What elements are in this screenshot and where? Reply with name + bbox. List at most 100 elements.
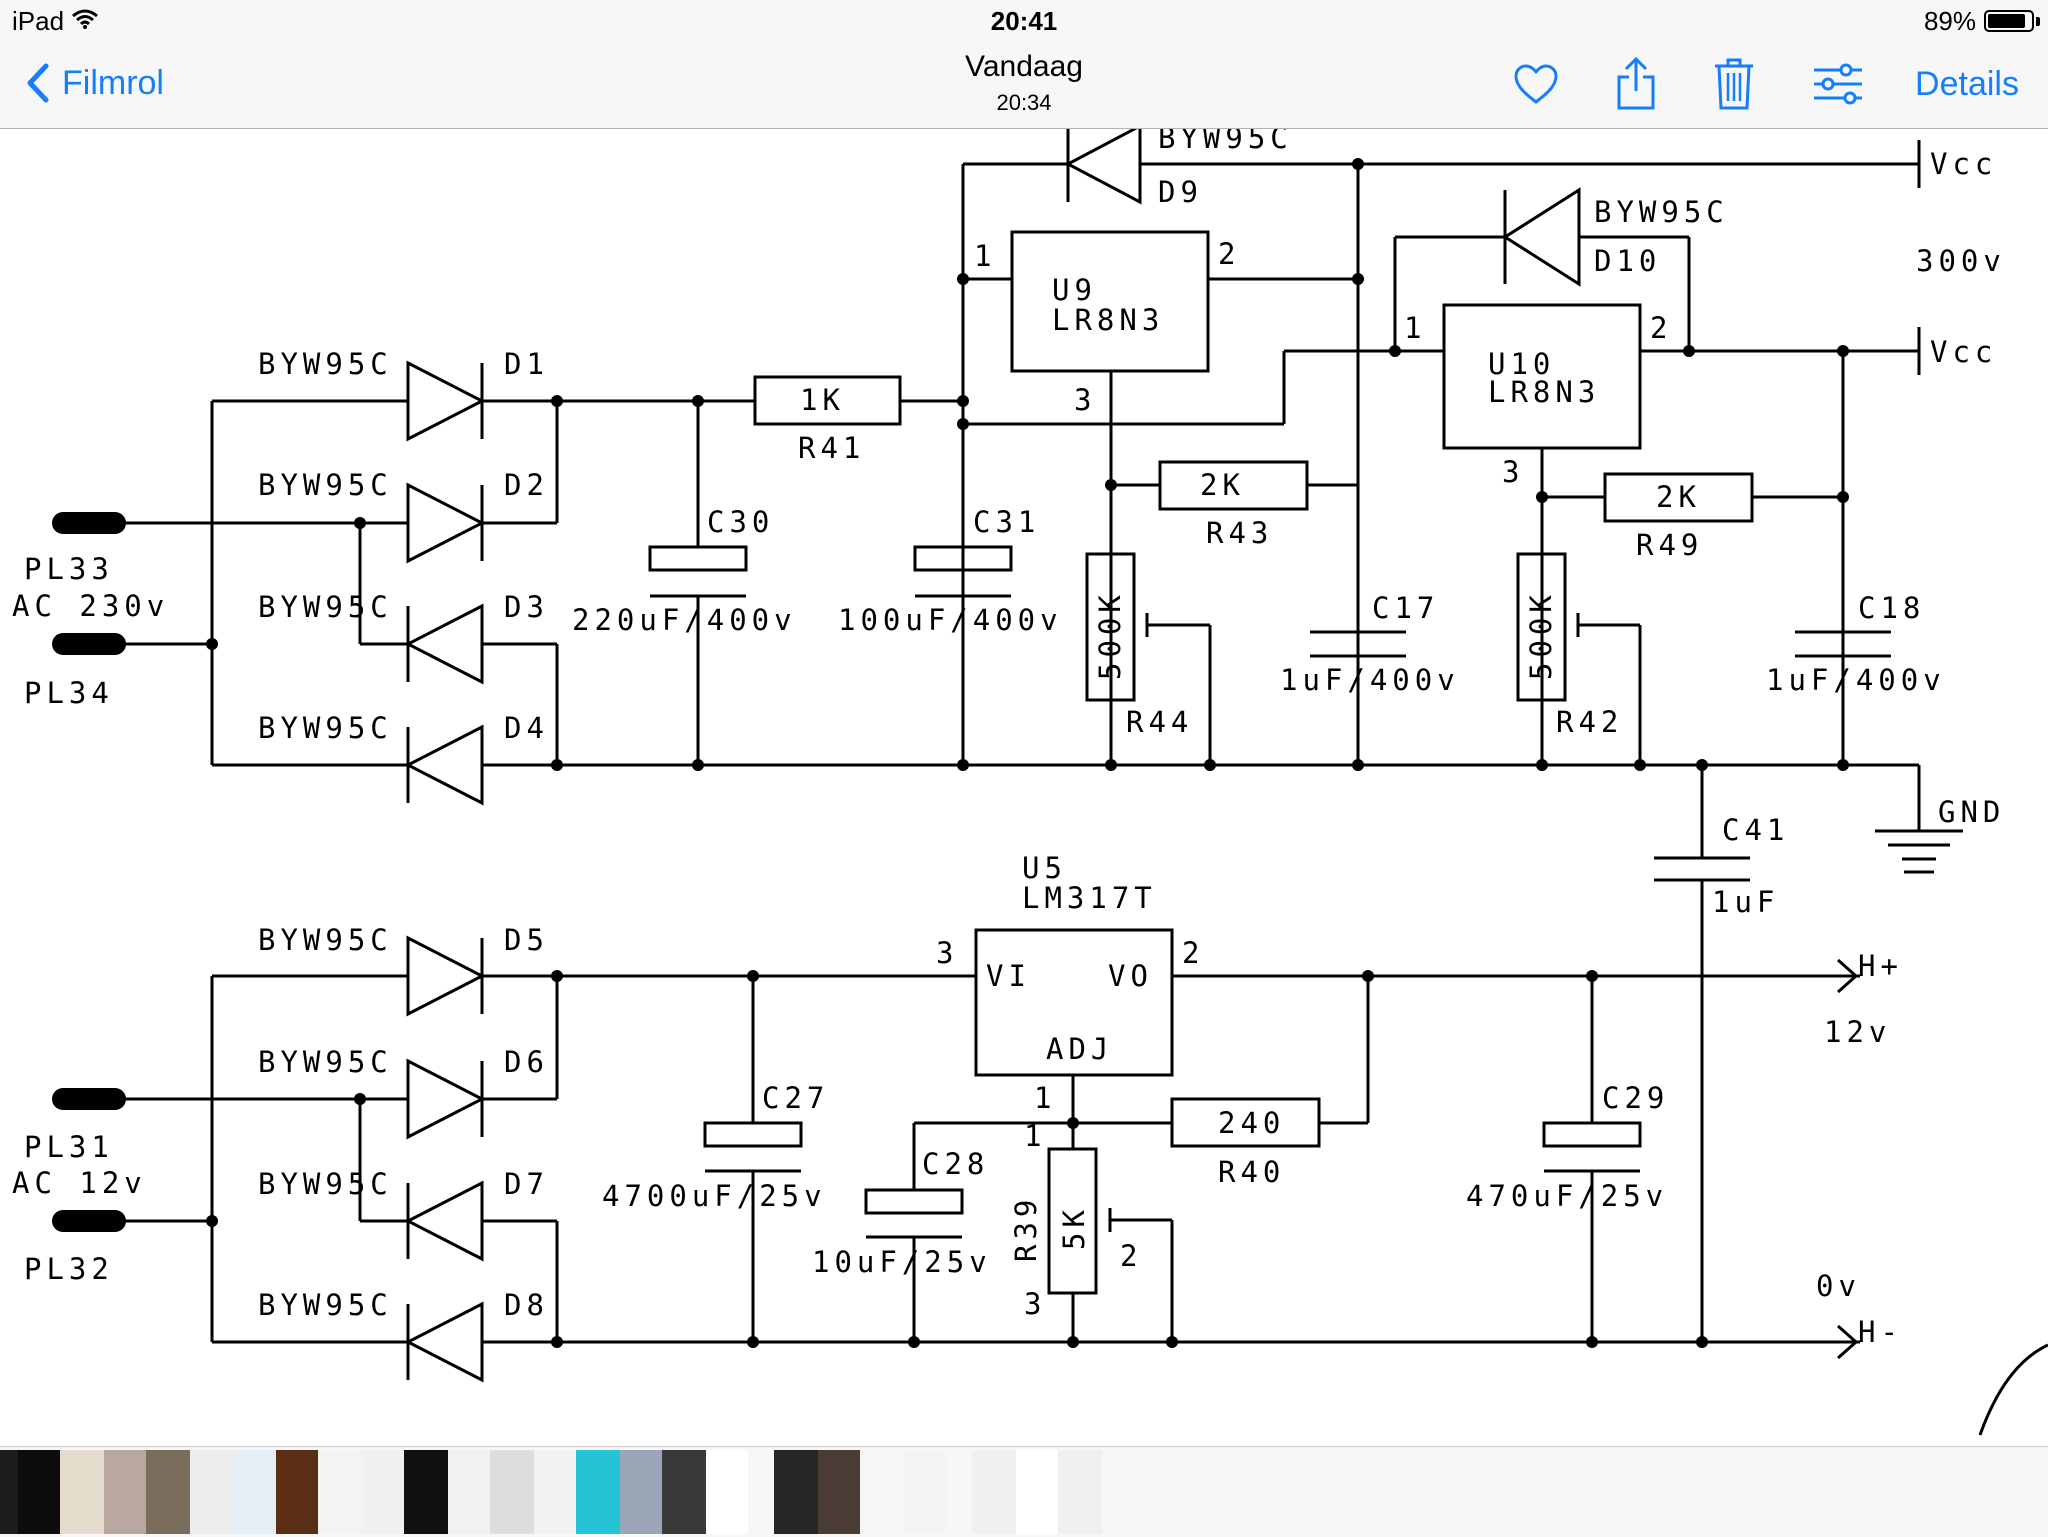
photo-view[interactable]: BYW95C D9 Vcc BYW95C D10 300v Vcc 1 2 3 … <box>0 129 2048 1446</box>
thumb-15[interactable] <box>576 1450 620 1534</box>
value-slashes <box>696 596 965 650</box>
thumb-8[interactable] <box>276 1450 318 1534</box>
thumb-5[interactable] <box>146 1450 190 1534</box>
output-voltage-label: 12v <box>1824 1015 1891 1049</box>
thumb-18[interactable] <box>706 1450 748 1534</box>
u10-pin1-label: 1 <box>1404 311 1426 345</box>
c28-value-label: 10uF/25v <box>812 1245 992 1279</box>
trash-icon <box>1715 58 1753 110</box>
chevron-left-icon <box>27 63 49 103</box>
thumb-4[interactable] <box>104 1450 146 1534</box>
d6-ref-label: D6 <box>504 1045 549 1079</box>
u10-pin2-label: 2 <box>1650 311 1672 345</box>
u9-pin2-label: 2 <box>1218 237 1240 271</box>
thumb-22[interactable] <box>904 1450 946 1534</box>
thumb-14[interactable] <box>534 1450 576 1534</box>
schematic-wires <box>88 129 2048 1436</box>
u9-pin3-label: 3 <box>1074 383 1096 417</box>
connectors <box>52 512 126 1232</box>
pl34-label: PL34 <box>24 676 114 710</box>
battery-cap <box>2036 17 2040 26</box>
r49-ref-label: R49 <box>1636 528 1703 562</box>
r43-ref-label: R43 <box>1206 516 1273 550</box>
thumb-9[interactable] <box>318 1450 362 1534</box>
r40-ref-label: R40 <box>1218 1155 1285 1189</box>
pl31-label: PL31 <box>24 1130 114 1164</box>
thumb-2[interactable] <box>18 1450 60 1534</box>
c31-ref-label: C31 <box>973 505 1040 539</box>
thumb-10[interactable] <box>362 1450 404 1534</box>
r39-pin2-label: 2 <box>1120 1239 1142 1273</box>
status-time: 20:41 <box>990 6 1058 36</box>
adjust-button[interactable] <box>1808 54 1868 114</box>
thumb-12[interactable] <box>448 1450 490 1534</box>
ac-high-label: AC 230v <box>12 589 169 623</box>
r39-ref-label: R39 <box>1009 1195 1043 1262</box>
thumb-25[interactable] <box>1058 1450 1102 1534</box>
thumb-7[interactable] <box>232 1450 276 1534</box>
d7-ref-label: D7 <box>504 1167 549 1201</box>
battery-percent: 89% <box>1923 6 1976 36</box>
zero-voltage-label: 0v <box>1816 1269 1861 1303</box>
battery-icon <box>1984 10 2034 32</box>
thumb-23[interactable] <box>972 1450 1016 1534</box>
d9-part-label: BYW95C <box>1158 129 1293 155</box>
h-minus-label: H- <box>1858 1315 1903 1349</box>
r41-ref-label: R41 <box>798 431 865 465</box>
d8-ref-label: D8 <box>504 1288 549 1322</box>
nav-subtitle: 20:34 <box>996 90 1052 115</box>
favorite-button[interactable] <box>1508 54 1564 114</box>
share-icon <box>1617 57 1655 110</box>
d9-ref-label: D9 <box>1158 175 1203 209</box>
navigation-bar: Filmrol Vandaag 20:34 Details <box>0 40 2048 129</box>
d10-ref-label: D10 <box>1594 244 1661 278</box>
share-button[interactable] <box>1608 54 1664 114</box>
schematic-labels: BYW95C D9 Vcc BYW95C D10 300v Vcc 1 2 3 … <box>12 129 2001 1349</box>
d6-part-label: BYW95C <box>258 1045 393 1079</box>
d4-part-label: BYW95C <box>258 711 393 745</box>
delete-button[interactable] <box>1706 54 1762 114</box>
status-bar: iPad 20:41 89% <box>0 0 2048 40</box>
back-label: Filmrol <box>62 63 164 102</box>
c27-ref-label: C27 <box>762 1081 829 1115</box>
wifi-icon <box>72 9 98 29</box>
thumb-21[interactable] <box>860 1450 904 1534</box>
device-name: iPad <box>12 6 65 36</box>
u5-pin3-label: 3 <box>936 936 958 970</box>
c18-value-label: 1uF/400v <box>1766 663 1946 697</box>
thumb-20[interactable] <box>818 1450 860 1534</box>
h-plus-label: H+ <box>1858 949 1903 983</box>
thumb-24[interactable] <box>1016 1450 1058 1534</box>
u9-ref-label: U9 <box>1052 273 1097 307</box>
sliders-icon <box>1814 63 1862 105</box>
thumb-16[interactable] <box>620 1450 662 1534</box>
c17-ref-label: C17 <box>1372 591 1439 625</box>
thumb-17[interactable] <box>662 1450 706 1534</box>
d10-part-label: BYW95C <box>1594 195 1729 229</box>
r42-value-label: 500K <box>1524 590 1558 680</box>
r41-value-label: 1K <box>800 383 845 417</box>
circuit-schematic: BYW95C D9 Vcc BYW95C D10 300v Vcc 1 2 3 … <box>12 129 2048 1436</box>
thumb-6[interactable] <box>190 1450 232 1534</box>
back-button[interactable]: Filmrol <box>22 60 164 106</box>
ac-low-label: AC 12v <box>12 1166 147 1200</box>
d1-part-label: BYW95C <box>258 347 393 381</box>
d3-ref-label: D3 <box>504 590 549 624</box>
vcc-top-label: Vcc <box>1930 147 1997 181</box>
u10-pin3-label: 3 <box>1502 455 1524 489</box>
u5-vi-label: VI <box>986 959 1031 993</box>
thumb-3[interactable] <box>60 1450 104 1534</box>
thumbnail-strip[interactable] <box>0 1446 2048 1537</box>
c41-ref-label: C41 <box>1722 813 1789 847</box>
r44-value-label: 500K <box>1093 590 1127 680</box>
d5-part-label: BYW95C <box>258 923 393 957</box>
thumb-1[interactable] <box>0 1450 18 1534</box>
u5-pin1-label: 1 <box>1034 1081 1056 1115</box>
thumb-11[interactable] <box>404 1450 448 1534</box>
u5-pin2-label: 2 <box>1182 936 1204 970</box>
r39-pin1-label: 1 <box>1024 1119 1046 1153</box>
c41-value-label: 1uF <box>1712 885 1779 919</box>
details-button[interactable]: Details <box>1915 64 2019 103</box>
thumb-19[interactable] <box>774 1450 818 1534</box>
thumb-13[interactable] <box>490 1450 534 1534</box>
